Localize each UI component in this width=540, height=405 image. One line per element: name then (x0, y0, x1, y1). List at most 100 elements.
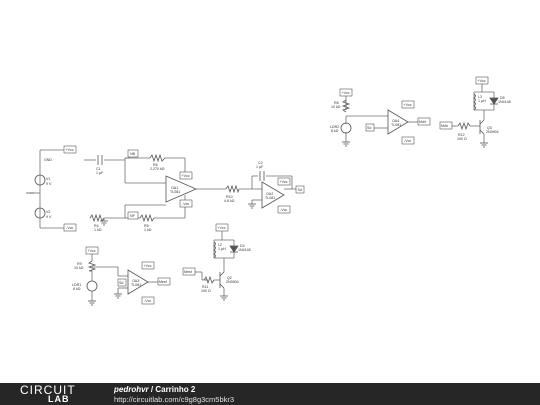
tag-oa4-neg-rail-text: -Vcc (404, 139, 411, 143)
ground-symbol-r9 (114, 293, 122, 299)
tag-out-sd-text: Sd (298, 188, 302, 192)
oa2-model: TL081 (265, 196, 275, 200)
tag-oa3-mesf-text: Mesf (159, 280, 167, 284)
tag-vcc-supply-bottom (63, 223, 77, 232)
r12-resistor-symbol (457, 121, 471, 131)
d5-name: D5 (500, 96, 505, 100)
r4-name: R4 (94, 224, 99, 228)
d5-model: 1N4148 (498, 100, 511, 104)
q2-model: 2N3904 (226, 280, 239, 284)
d4-model: 1N4148 (238, 248, 251, 252)
tag-oa3-pos-rail (141, 261, 155, 270)
ldr1-value: 8 kΩ (73, 287, 81, 291)
schematic-canvas: +Vcc -Vcc NB NF +Vcc -Vcc +Vcc -Vcc Sd +… (26, 76, 511, 306)
q3-name: Q3 (487, 126, 492, 130)
tag-oa4-input (365, 123, 375, 132)
r11-value: 100 Ω (201, 289, 211, 293)
tag-r8-vcc-text: +Vcc (342, 91, 350, 95)
v2-source-symbol (34, 207, 46, 219)
ground-symbol-q3 (480, 142, 488, 148)
project-url[interactable]: http://circuitlab.com/c9g8g3cm5bkr3 (114, 395, 235, 404)
l3-inductor-symbol (473, 93, 476, 111)
c1-name: C1 (96, 167, 101, 171)
v1-name: V1 (46, 177, 50, 181)
circuitlab-logo[interactable]: CIRCUIT LAB (20, 383, 96, 404)
tag-oa3-input-text: Sd (119, 281, 123, 285)
ldr2-value: 8 kΩ (331, 129, 339, 133)
c1-value: 1 µF (96, 171, 104, 175)
r10-value: 4.8 kΩ (224, 199, 235, 203)
r8-resistor-symbol (341, 99, 351, 113)
r10-name: R10 (226, 195, 233, 199)
tag-oa1-neg-rail-text: -Vcc (182, 202, 189, 206)
d5-diode-symbol (489, 97, 499, 105)
r6-name: R6 (153, 163, 158, 167)
ground-symbol-c2 (248, 203, 256, 209)
ground-label: GND (44, 158, 52, 162)
l3-value: 1 µH (478, 99, 486, 103)
tag-oa2-neg-rail-text: -Vcc (280, 208, 287, 212)
tag-l3-vcc-text: +Vcc (478, 79, 486, 83)
q3-model: 2N3904 (486, 130, 499, 134)
r12-value: 100 Ω (457, 137, 467, 141)
l2-value: 1 µH (218, 247, 226, 251)
tag-oa2-neg-rail (277, 205, 291, 214)
q3-transistor-symbol (479, 119, 485, 135)
oa1-opamp-symbol (165, 175, 198, 203)
c1-capacitor-symbol (97, 155, 103, 165)
tag-oa1-neg-rail (179, 199, 193, 208)
tag-q3-mdir (439, 121, 453, 130)
r9-value: 10 kΩ (74, 266, 84, 270)
tag-l3-vcc (475, 76, 489, 85)
l2-name: L2 (218, 243, 222, 247)
tag-oa4-pos-rail-text: +Vcc (404, 103, 412, 107)
ldr2-symbol (340, 122, 352, 134)
d4-name: D4 (240, 244, 245, 248)
oa2-opamp-symbol (261, 181, 285, 209)
r12-name: R12 (458, 133, 465, 137)
tag-r8-vcc (339, 88, 353, 97)
tag-node-nb (127, 149, 139, 158)
oa4-name: OA4 (392, 119, 399, 123)
d4-diode-symbol (229, 245, 239, 253)
v1-source-symbol (34, 174, 46, 186)
tag-oa3-neg-rail (141, 296, 155, 305)
tag-oa4-neg-rail (401, 136, 415, 145)
ground-symbol-q2 (220, 295, 228, 301)
logo-lab-text: LAB (48, 394, 70, 404)
project-name[interactable]: Carrinho 2 (155, 385, 196, 394)
tag-oa2-pos-rail-text: +Vcc (280, 180, 288, 184)
r8-value: 10 kΩ (331, 105, 341, 109)
tag-oa3-mesf (157, 277, 171, 286)
oa3-model: TL081 (131, 283, 141, 287)
r6-resistor-symbol (149, 153, 166, 163)
r4-value: 1 kΩ (94, 228, 102, 232)
v1-value: 9 V (46, 182, 52, 186)
q2-transistor-symbol (219, 271, 225, 289)
tag-vcc-supply-bottom-text: -Vcc (66, 226, 73, 230)
c2-name: C2 (258, 161, 263, 165)
ldr1-symbol (86, 280, 98, 292)
oa1-name: OA1 (171, 186, 178, 190)
r9-name: R9 (77, 262, 82, 266)
author-link[interactable]: pedrohvr (114, 385, 149, 394)
oa3-name: OA3 (132, 279, 139, 283)
c2-capacitor-symbol (259, 171, 265, 181)
logo-circuit-text: CIRCUIT (20, 383, 76, 397)
tag-oa4-mdir (417, 117, 431, 126)
oa4-model: TL081 (391, 123, 401, 127)
tag-q2-mesf-text: Mesf (184, 270, 192, 274)
r11-name: R11 (202, 285, 208, 289)
tag-oa3-pos-rail-text: +Vcc (144, 264, 152, 268)
r5-resistor-symbol (139, 213, 155, 223)
tag-node-nb-text: NB (130, 152, 136, 156)
ground-symbol-ldr2 (342, 141, 350, 147)
v2-value: 9 V (46, 215, 52, 219)
tag-oa2-pos-rail (277, 177, 291, 186)
r11-resistor-symbol (203, 275, 215, 285)
tag-node-nf-text: NF (130, 214, 136, 218)
r9-resistor-symbol (87, 260, 97, 272)
project-title: pedrohvr / Carrinho 2 (114, 385, 195, 394)
footer-bar: CIRCUIT LAB pedrohvr / Carrinho 2 http:/… (0, 383, 540, 405)
tag-q3-mdir-text: Mdir (441, 124, 449, 128)
